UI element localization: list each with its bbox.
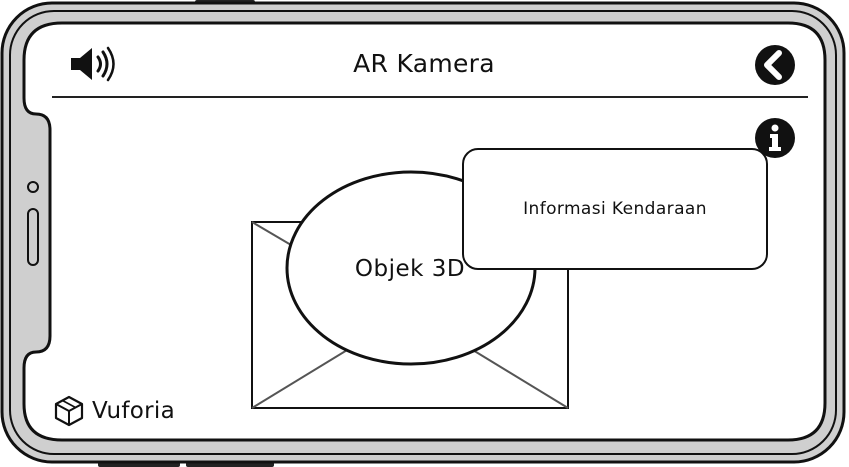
- speaker-grille: [27, 208, 39, 266]
- info-popup-text: Informasi Kendaraan: [523, 199, 707, 219]
- page-title: AR Kamera: [353, 49, 495, 78]
- vuforia-cube-icon: [54, 395, 84, 427]
- vuforia-label: Vuforia: [92, 398, 175, 424]
- back-icon[interactable]: [754, 44, 796, 86]
- vuforia-branding: Vuforia: [52, 393, 175, 429]
- speaker-volume-icon[interactable]: [68, 46, 116, 82]
- phone-bezel: [9, 10, 837, 455]
- info-popup[interactable]: Informasi Kendaraan: [462, 148, 768, 270]
- front-camera: [27, 181, 39, 193]
- info-icon[interactable]: [754, 117, 796, 159]
- objek-3d-label: Objek 3D: [354, 256, 466, 282]
- header-divider: [52, 96, 808, 98]
